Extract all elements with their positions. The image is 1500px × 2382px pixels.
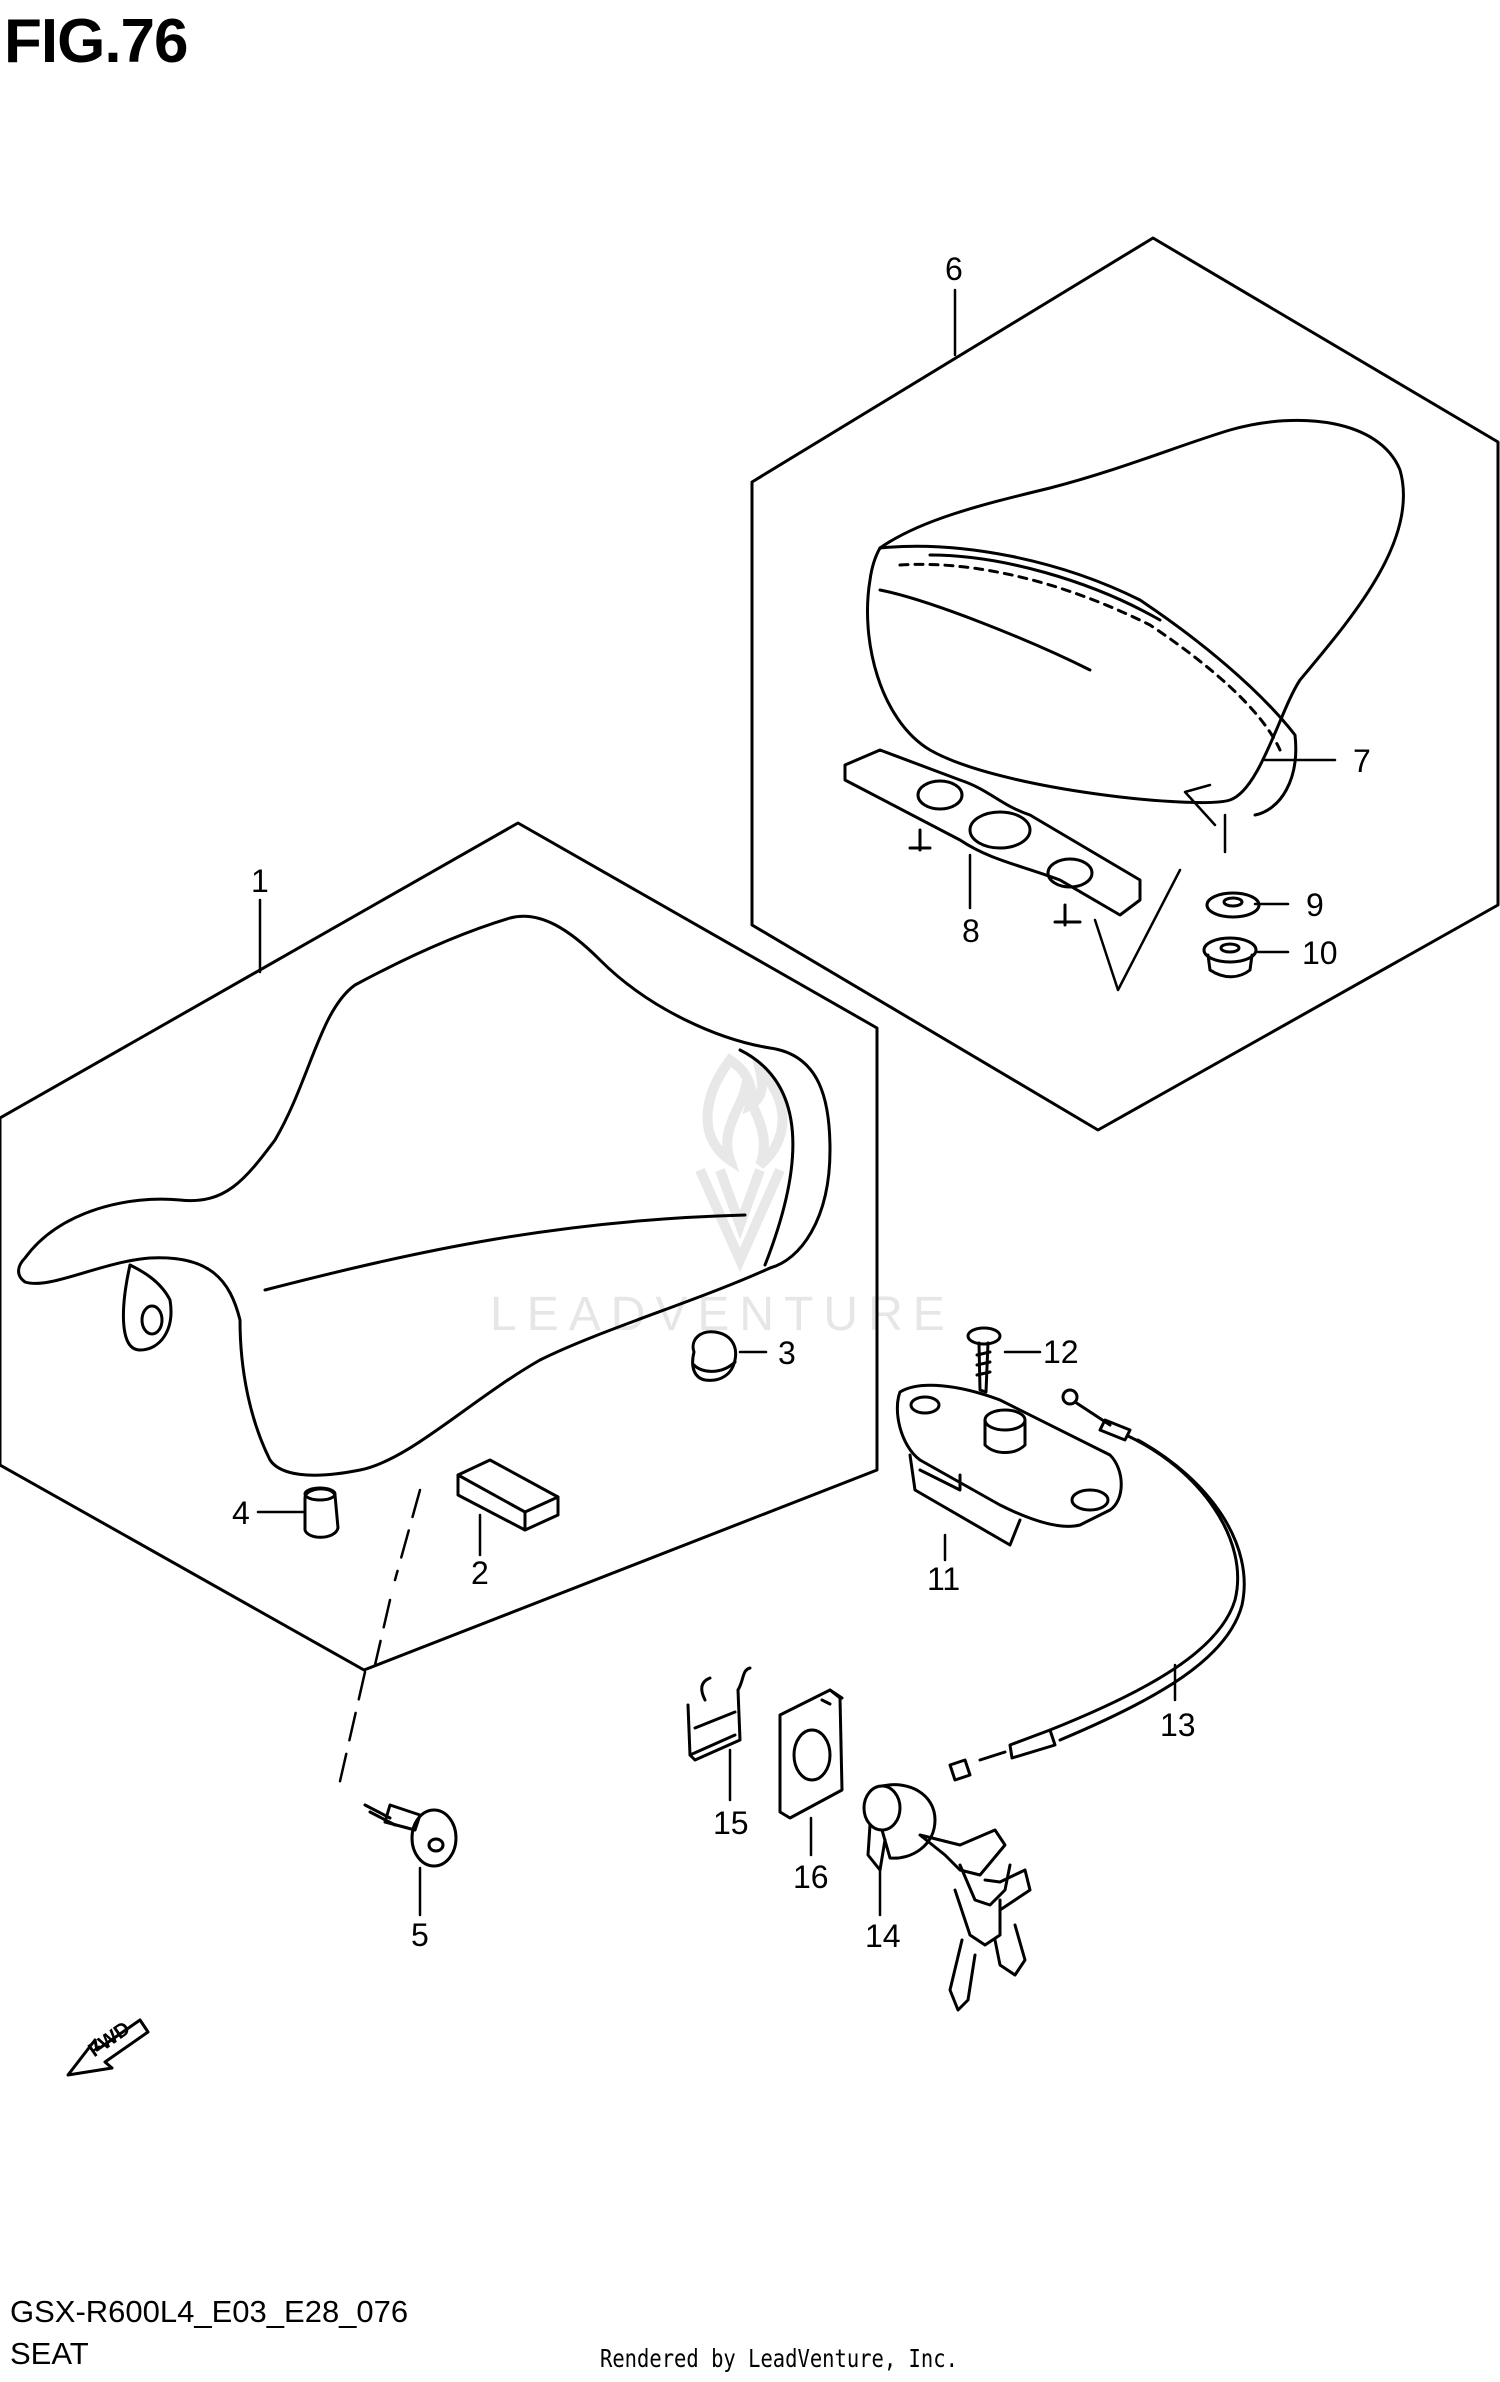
rendered-by: Rendered by LeadVenture, Inc. <box>600 2344 958 2373</box>
callout-2: 2 <box>471 1555 489 1591</box>
section-name: SEAT <box>10 2336 89 2371</box>
frame-rear-seat <box>750 236 1500 1132</box>
cushion-3 <box>691 1330 738 1382</box>
callout-16: 16 <box>793 1859 829 1895</box>
rear-seat-cowl <box>866 418 1405 817</box>
cable-13 <box>948 1388 1246 1782</box>
screw-12 <box>966 1326 1002 1394</box>
callout-14: 14 <box>865 1918 901 1954</box>
nut-10 <box>1202 936 1258 979</box>
callout-12: 12 <box>1043 1334 1079 1370</box>
callout-15: 15 <box>713 1805 749 1841</box>
callout-10: 10 <box>1302 935 1338 971</box>
plate-16 <box>778 1688 844 1820</box>
leader-lines <box>256 288 1337 1917</box>
callout-7: 7 <box>1353 743 1371 779</box>
callout-13: 13 <box>1160 1707 1196 1743</box>
key-cylinder-14 <box>862 1783 1032 2012</box>
callout-5: 5 <box>411 1917 429 1953</box>
fwd-arrow-icon <box>66 2018 150 2077</box>
callout-4: 4 <box>232 1495 250 1531</box>
rear-seat-bracket <box>843 748 1142 927</box>
callout-9: 9 <box>1306 887 1324 923</box>
washer-9 <box>1205 891 1261 919</box>
callout-8: 8 <box>962 913 980 949</box>
model-code: GSX-R600L4_E03_E28_076 <box>10 2294 409 2329</box>
callout-11: 11 <box>927 1561 960 1597</box>
seat-lock-11 <box>895 1383 1123 1547</box>
block-2 <box>456 1458 560 1532</box>
frame-front-seat <box>0 821 879 1672</box>
callout-3: 3 <box>778 1335 796 1371</box>
callout-6: 6 <box>945 251 963 287</box>
cushion-4 <box>303 1486 340 1539</box>
bolt-5 <box>363 1803 458 1868</box>
watermark-logo <box>695 1053 788 1273</box>
front-seat <box>17 914 832 1477</box>
figure-title: FIG.76 <box>4 7 189 76</box>
callout-1: 1 <box>251 863 269 899</box>
bracket-15 <box>686 1666 752 1762</box>
